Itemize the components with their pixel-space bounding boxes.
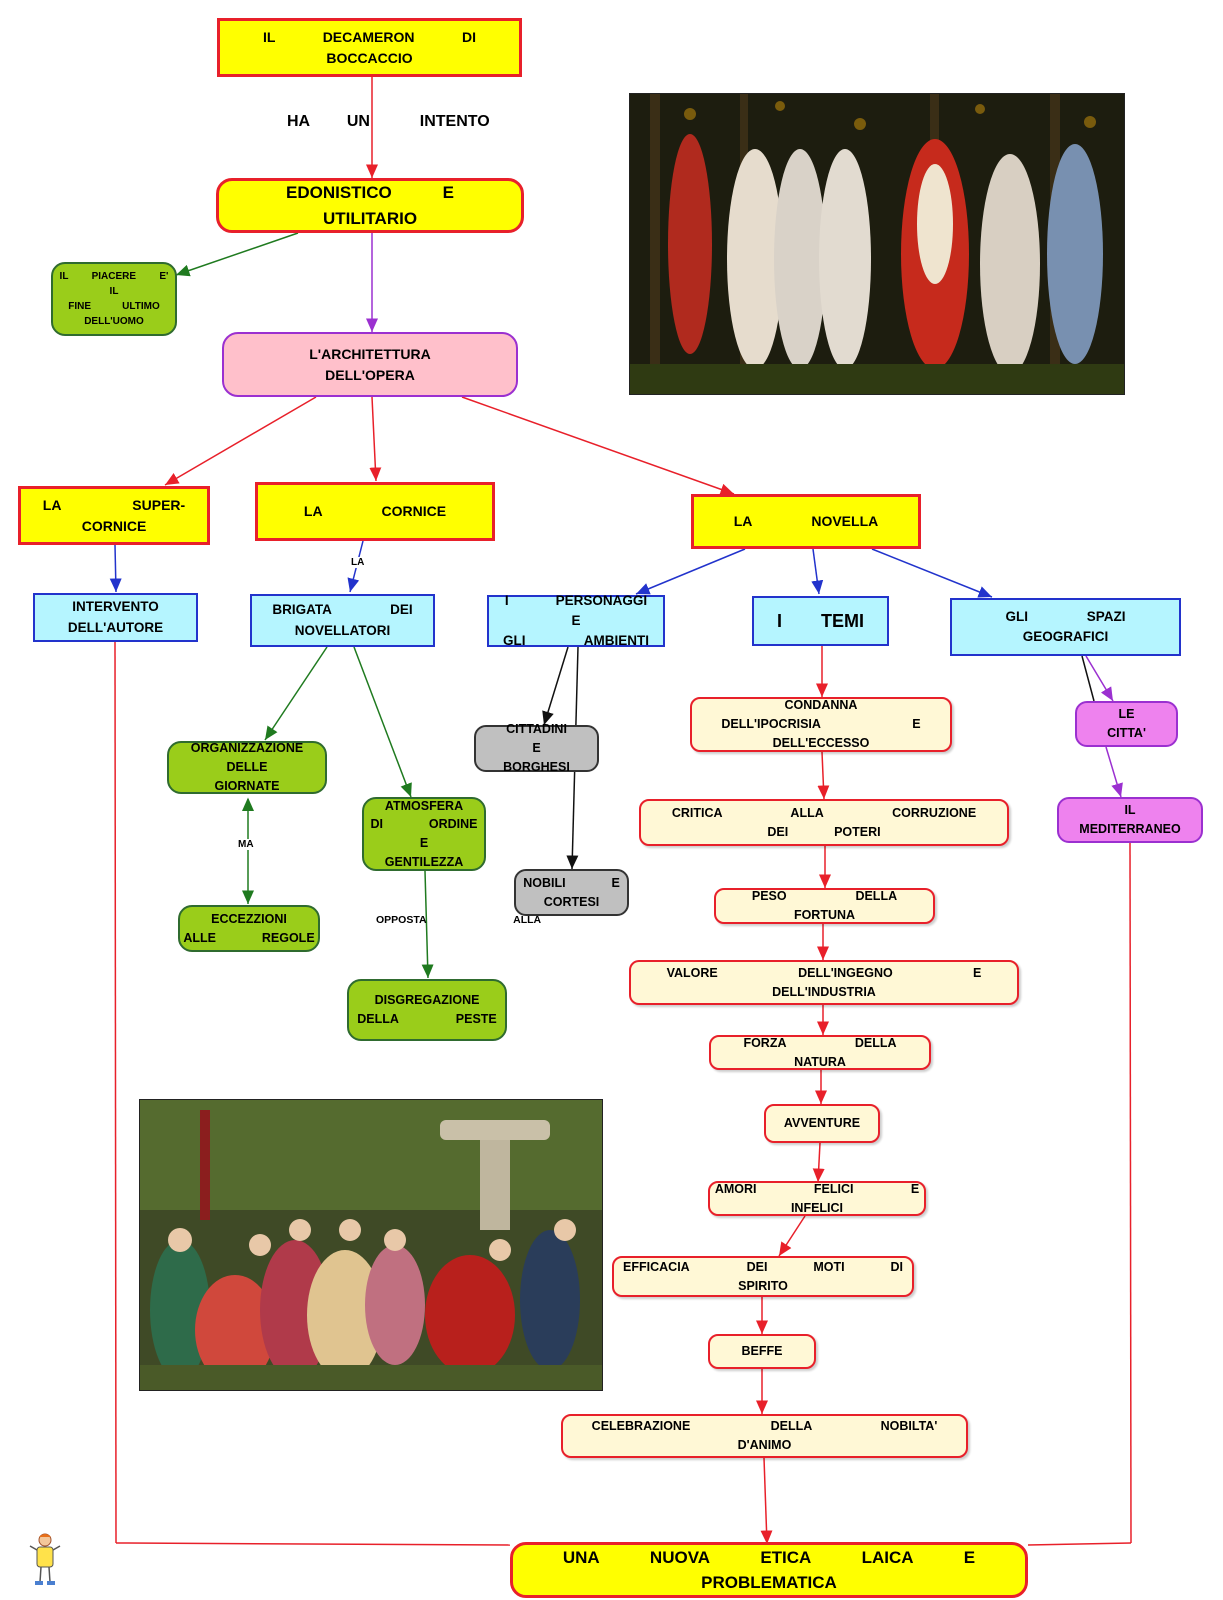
- primavera-figures: [630, 94, 1124, 394]
- etica-node: UNA NUOVA ETICA LAICA E PROBLEMATICA: [510, 1542, 1028, 1598]
- tema-ipocrisia: CONDANNA DELL'IPOCRISIA E DELL'ECCESSO: [690, 697, 952, 752]
- cornice-node: LA CORNICE: [255, 482, 495, 541]
- novella-node: LA NOVELLA: [691, 494, 921, 549]
- primavera-painting: [629, 93, 1125, 395]
- piacere-node: IL PIACERE E' IL FINE ULTIMO DELL'UOMO: [51, 262, 177, 336]
- intervento-node: INTERVENTO DELL'AUTORE: [33, 593, 198, 642]
- tema-fortuna: PESO DELLA FORTUNA: [714, 888, 935, 924]
- citta-node: LE CITTA': [1075, 701, 1178, 747]
- disgregazione-node: DISGREGAZIONE DELLA PESTE: [347, 979, 507, 1041]
- nobili-node: NOBILI E CORTESI: [514, 869, 629, 916]
- decameron-figures: [140, 1100, 602, 1390]
- tema-corruzione: CRITICA ALLA CORRUZIONE DEI POTERI: [639, 799, 1009, 846]
- tema-ingegno: VALORE DELL'INGEGNO E DELL'INDUSTRIA: [629, 960, 1019, 1005]
- tema-avventure: AVVENTURE: [764, 1104, 880, 1143]
- tema-spirito: EFFICACIA DEI MOTI DI SPIRITO: [612, 1256, 914, 1297]
- tema-nobilta: CELEBRAZIONE DELLA NOBILTA' D'ANIMO: [561, 1414, 968, 1458]
- tema-natura: FORZA DELLA NATURA: [709, 1035, 931, 1070]
- decameron-painting: [139, 1099, 603, 1391]
- atmosfera-node: ATMOSFERA DI ORDINE E GENTILEZZA: [362, 797, 486, 871]
- spazi-node: GLI SPAZI GEOGRAFICI: [950, 598, 1181, 656]
- organizzazione-node: ORGANIZZAZIONE DELLE GIORNATE: [167, 741, 327, 794]
- super-cornice-node: LA SUPER-CORNICE: [18, 486, 210, 545]
- temi-node: I TEMI: [752, 596, 889, 646]
- title-node: IL DECAMERON DI BOCCACCIO: [217, 18, 522, 77]
- mediterraneo-node: IL MEDITERRANEO: [1057, 797, 1203, 843]
- edonistico-node: EDONISTICO E UTILITARIO: [216, 178, 524, 233]
- brigata-node: BRIGATA DEI NOVELLATORI: [250, 594, 435, 647]
- tema-beffe: BEFFE: [708, 1334, 816, 1369]
- cittadini-node: CITTADINI E BORGHESI: [474, 722, 599, 774]
- la-label: LA: [351, 557, 365, 568]
- mascot-icon: [28, 1532, 62, 1588]
- architettura-node: L'ARCHITETTURA DELL'OPERA: [222, 332, 518, 397]
- tema-amori: AMORI FELICI E INFELICI: [708, 1181, 926, 1216]
- opposta-label: OPPOSTA ALLA: [376, 914, 542, 926]
- ma-label: MA: [238, 839, 254, 850]
- intento-label: HA UN INTENTO: [287, 113, 490, 130]
- eccezioni-node: ECCEZZIONI ALLE REGOLE: [178, 905, 320, 952]
- personaggi-node: I PERSONAGGI E GLI AMBIENTI: [487, 593, 665, 648]
